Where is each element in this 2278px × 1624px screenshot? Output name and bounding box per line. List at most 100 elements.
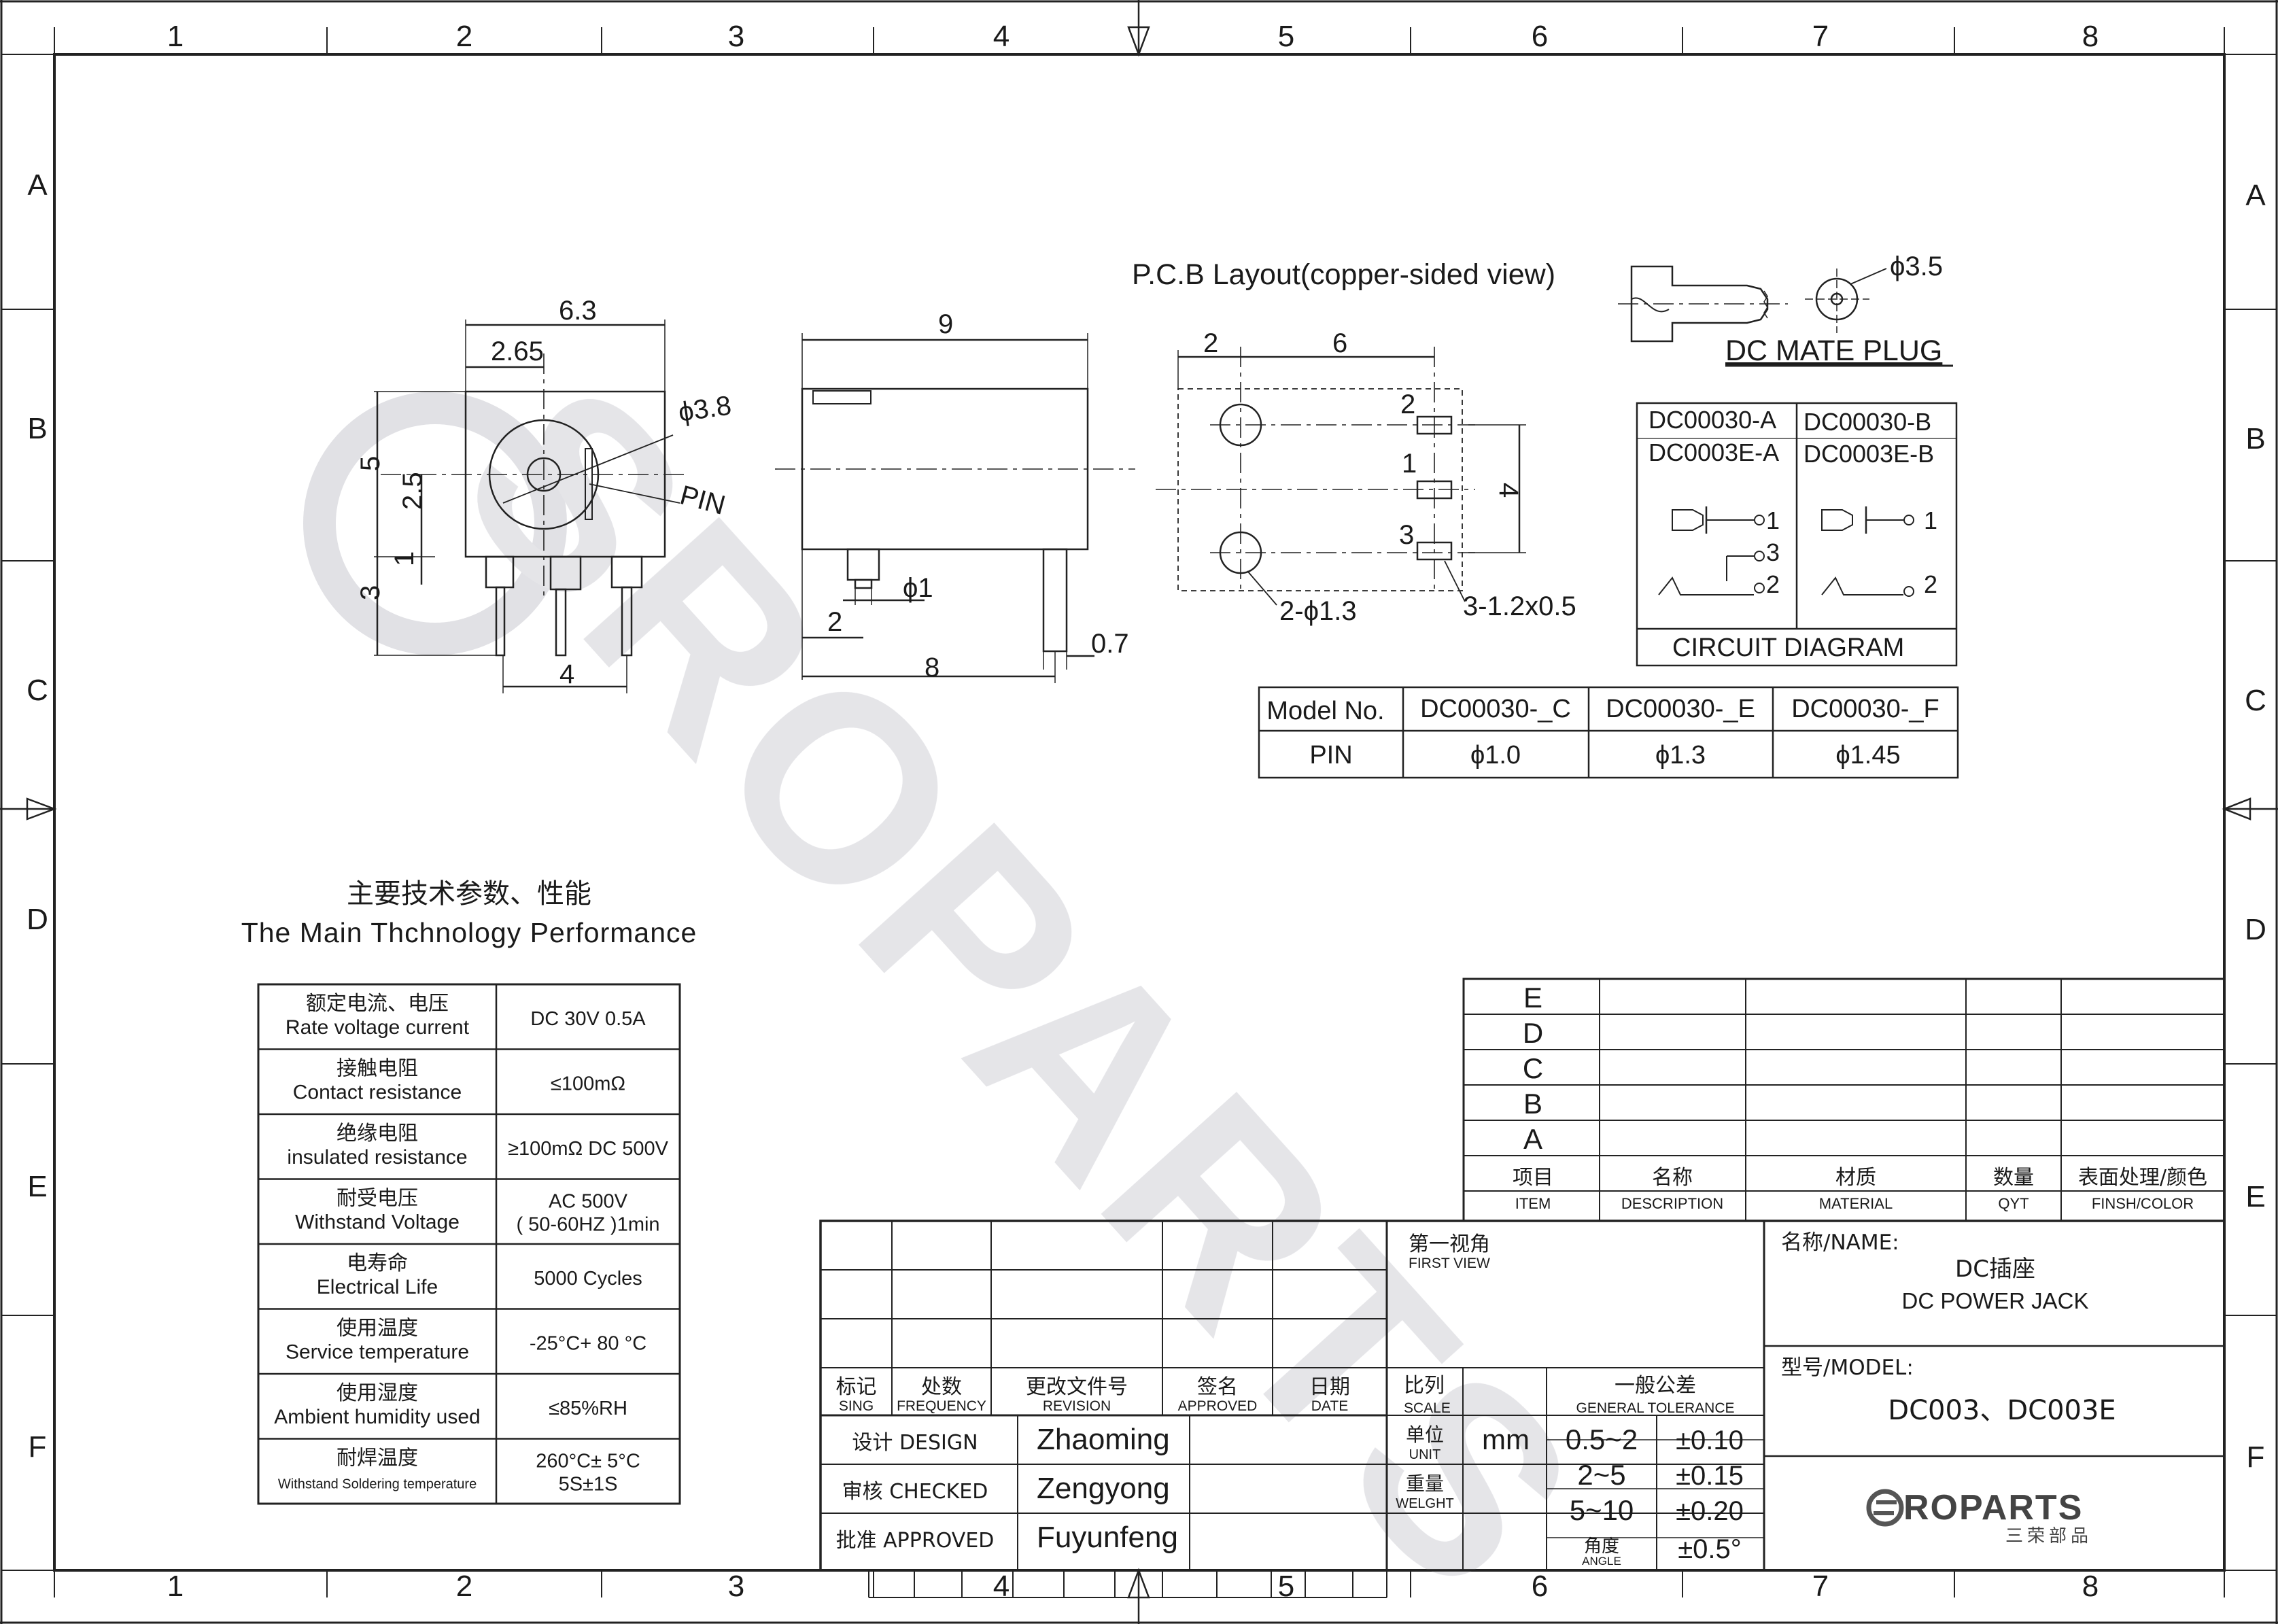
performance-row-label-en: Ambient humidity used [274,1406,481,1428]
revision-header-finish-cn: 表面处理/颜色 [2078,1166,2207,1190]
zone-row-right-C: C [2245,684,2266,717]
design-label: 设计 DESIGN [852,1431,978,1455]
pad-label-3: 3 [1399,520,1414,550]
model-label: 型号/MODEL: [1781,1355,1914,1380]
scale-cn: 比列 [1404,1374,1445,1398]
tolerance-cn: 一般公差 [1615,1374,1696,1398]
performance-row-value: 5000 Cycles [534,1268,642,1290]
logo-mark-stroke [1874,1500,1897,1515]
revision-header-description-cn: 名称 [1652,1166,1693,1190]
dim-span: 6 [1332,328,1347,358]
zone-column-top-2: 2 [456,20,472,53]
model-value: DC003、DC003E [1888,1395,2116,1426]
name-cn: DC插座 [1955,1256,2035,1283]
performance-row-label-cn: 额定电流、电压 [306,992,449,1016]
dim-overall-width: 6.3 [559,296,597,326]
performance-row-label-en: insulated resistance [287,1146,467,1169]
tolerance-range: 0.5~2 [1566,1423,1638,1455]
circuit-right-heading-2: DC0003E-B [1804,440,1934,468]
revision-header-finish-en: FINSH/COLOR [2092,1195,2194,1212]
title-block-border [819,1220,2226,1572]
mate-plug-drawing [1618,265,1887,343]
change-record-header-sing-en: SING [839,1398,874,1414]
pin-table-header-c: DC00030-_C [1420,695,1571,723]
circuit-left-heading-1: DC00030-A [1649,406,1776,434]
circuit-diagram [1636,402,1958,667]
scale-en: SCALE [1404,1400,1451,1416]
pin-table-value-e: ϕ1.3 [1655,741,1706,770]
weight-cn: 重量 [1406,1472,1444,1495]
change-record-header-frequency-en: FREQUENCY [897,1398,986,1414]
name-label: 名称/NAME: [1781,1230,1899,1255]
change-record-header-date-cn: 日期 [1309,1375,1350,1399]
pad-label-1: 1 [1402,449,1417,479]
first-view-en: FIRST VIEW [1409,1256,1490,1271]
revision-header-description-en: DESCRIPTION [1621,1195,1723,1212]
logo-mark-icon [1866,1489,1904,1527]
revision-letter-A: A [1523,1123,1542,1155]
dim-left: 2 [1203,328,1218,358]
performance-row-label-cn: 使用温度 [336,1317,418,1341]
pin-table-header-f: DC00030-_F [1791,695,1939,723]
circuit-left-heading-2: DC0003E-A [1649,438,1779,466]
performance-row-label-cn: 绝缘电阻 [336,1122,418,1145]
pin-table-row-label: PIN [1309,741,1352,770]
checked-label: 审核 CHECKED [842,1480,988,1504]
revision-header-item-en: ITEM [1515,1195,1551,1212]
circuit-right-pin-1: 1 [1924,506,1937,534]
circuit-left-pin-2: 2 [1766,570,1780,598]
zone-column-bottom-2: 2 [456,1570,472,1603]
tolerance-value: ±0.20 [1676,1496,1744,1526]
performance-row-value: DC 30V 0.5A [530,1008,646,1030]
unit-cn: 单位 [1406,1423,1444,1446]
performance-row-value: -25°C+ 80 °C [530,1333,646,1355]
zone-column-bottom-6: 6 [1532,1570,1548,1603]
zone-column-bottom-7: 7 [1812,1570,1829,1603]
revision-header-quantity-en: QYT [1998,1195,2029,1212]
revision-header-material-cn: 材质 [1835,1166,1876,1190]
slot-label: 3-1.2x0.5 [1463,591,1576,621]
dim-pin-offset: 1 [390,551,419,566]
performance-row-label-cn: 接触电阻 [336,1057,418,1081]
dim-pin-span: 8 [925,653,939,683]
dim-center-offset: 2.65 [491,336,544,366]
angle-en: ANGLE [1582,1555,1621,1568]
change-record-header-approved-en: APPROVED [1178,1398,1258,1414]
circuit-right-pin-2: 2 [1924,570,1937,598]
approved-name: Fuyunfeng [1037,1521,1178,1554]
change-record-header-date-en: DATE [1311,1398,1348,1414]
dim-height: 5 [356,456,385,471]
zone-row-right-E: E [2245,1180,2265,1213]
mate-plug-title: DC MATE PLUG [1725,334,1942,367]
zone-column-top-3: 3 [728,20,744,53]
zone-row-right-B: B [2245,422,2265,455]
pin-table [1258,686,1959,779]
revision-header-quantity-cn: 数量 [1993,1166,2034,1190]
revision-letter-E: E [1523,982,1542,1014]
weight-en: WELGHT [1396,1496,1454,1511]
zone-row-left-C: C [27,674,48,707]
zone-column-bottom-1: 1 [167,1570,184,1603]
change-record-header-frequency-cn: 处数 [921,1375,962,1399]
pin-table-value-c: ϕ1.0 [1470,741,1521,770]
revision-header-material-en: MATERIAL [1819,1195,1893,1212]
pin-table-text: Model No. DC00030-_C DC00030-_E DC00030-… [1266,695,1939,770]
performance-row-value: AC 500V [549,1191,628,1213]
dim-pin-length: 3 [356,585,385,600]
circuit-left-pin-3: 3 [1766,538,1780,566]
change-record-header-revision-en: REVISION [1043,1398,1111,1414]
dim-length: 9 [938,309,953,339]
zone-row-right-D: D [2245,913,2266,946]
pin-table-header-model: Model No. [1266,697,1384,725]
performance-row-value-2: 5S±1S [559,1474,618,1496]
tolerance-range: 2~5 [1577,1459,1625,1491]
zone-column-top-5: 5 [1278,20,1294,53]
zone-column-bottom-8: 8 [2082,1570,2099,1603]
name-en: DC POWER JACK [1901,1288,2088,1313]
performance-row-label-en: Withstand Voltage [295,1211,460,1234]
performance-row-value: ≤100mΩ [551,1073,625,1095]
pin-table-value-f: ϕ1.45 [1835,741,1900,770]
performance-row-value-2: ( 50-60HZ )1min [516,1214,659,1236]
